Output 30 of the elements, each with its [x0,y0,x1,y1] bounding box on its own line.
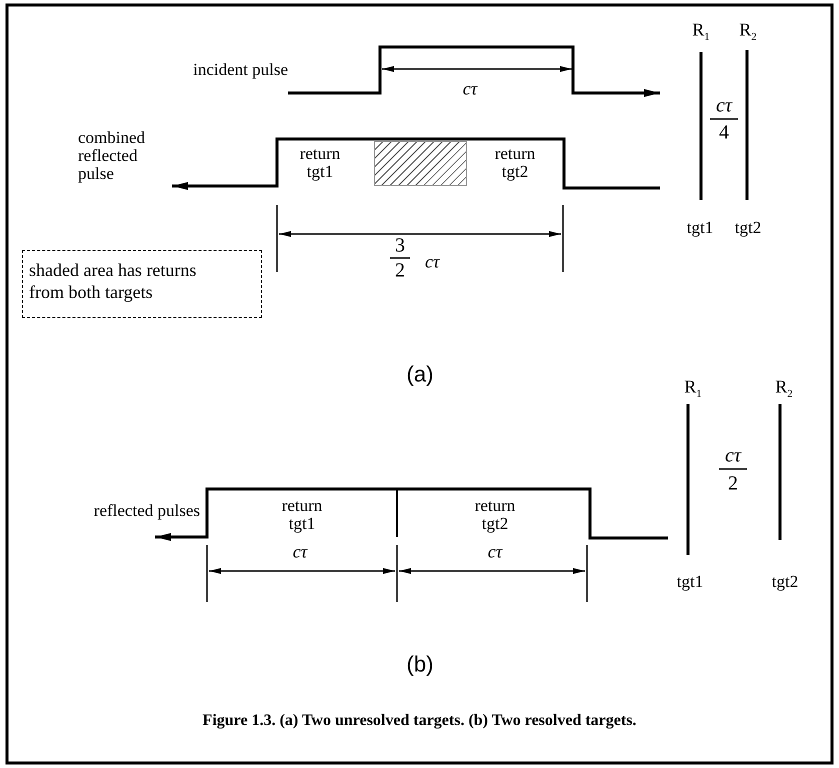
target-label: tgt1 [686,219,714,237]
return-label: return tgt2 [494,145,536,181]
target-label: tgt2 [772,573,798,591]
figure-caption: Figure 1.3. (a) Two unresolved targets. (b) Two resolved targets. [202,712,638,730]
fraction-numerator: cτ [724,446,742,466]
fraction-denominator: 4 [719,122,729,144]
range-label: R$_{1}$ [692,20,710,44]
return-label: return tgt1 [280,497,324,533]
range-label: R$_{1}$ [684,378,702,400]
range-label: R$_{2}$ [775,378,793,400]
panel-label: (b) [406,652,434,676]
return-label: return tgt2 [474,497,516,533]
pulse-label: incident pulse [193,61,288,79]
fraction-numerator: cτ [716,96,732,116]
pulse-label: reflected pulses [94,502,200,520]
note-box: shaded area has returns from both targets [22,250,262,318]
fraction-denominator: 2 [395,260,405,282]
pulse-label: combined reflected pulse [78,129,146,183]
target-label: tgt2 [734,219,762,237]
dimension-label: cτ [425,252,440,272]
panel-label: (a) [406,362,434,386]
return-label: return tgt1 [298,145,342,181]
fraction-denominator: 2 [728,474,738,494]
dimension-label: cτ [292,542,308,562]
dimension-label: cτ [488,542,502,562]
hatched-area [374,141,467,186]
target-label: tgt1 [676,573,704,591]
dimension-label: cτ [462,80,478,98]
range-label: R$_{2}$ [739,20,757,44]
fraction-numerator: 3 [395,236,405,256]
